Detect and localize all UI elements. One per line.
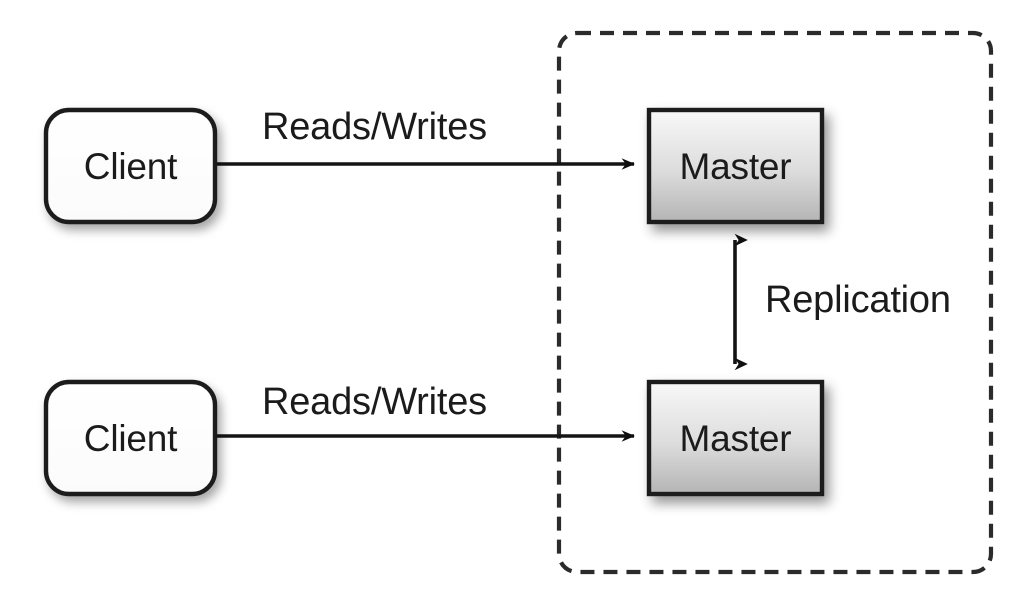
node-client-top[interactable] (43, 107, 218, 225)
replication-group-boundary (556, 30, 994, 575)
node-client-bottom[interactable] (43, 379, 218, 497)
node-client-top-label: Client (83, 146, 178, 187)
edge-label-reads-writes-bottom: Reads/Writes (262, 381, 487, 423)
edge-label-replication: Replication (765, 279, 951, 321)
node-master-top-label: Master (679, 146, 792, 187)
node-master-bottom-label: Master (679, 418, 792, 459)
edge-label-reads-writes-top: Reads/Writes (262, 106, 487, 148)
node-master-top[interactable] (646, 107, 825, 225)
node-client-bottom-label: Client (83, 418, 178, 459)
node-master-bottom[interactable] (646, 379, 825, 497)
